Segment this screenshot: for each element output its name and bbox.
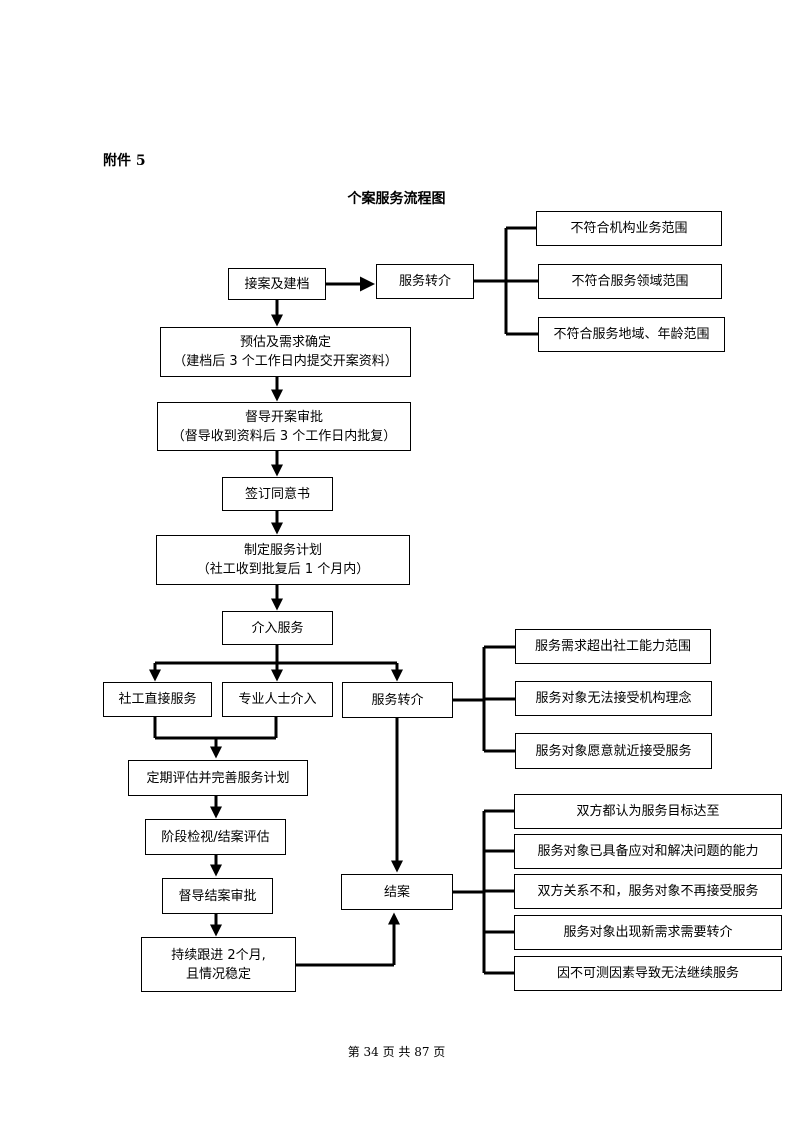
referral-reason-3: 不符合服务地域、年龄范围	[538, 317, 725, 352]
periodic-review-label: 定期评估并完善服务计划	[146, 770, 290, 786]
close-reason-3-label: 双方关系不和，服务对象不再接受服务	[537, 884, 759, 899]
referral-top-label: 服务转介	[398, 274, 451, 289]
referral-reason-2-label: 不符合服务领域范围	[571, 274, 689, 289]
close-reason-5: 因不可测因素导致无法继续服务	[514, 956, 782, 991]
plan-line1: 制定服务计划	[243, 543, 322, 558]
direct-service-box: 社工直接服务	[103, 682, 212, 717]
mid-reason-3: 服务对象愿意就近接受服务	[515, 733, 712, 769]
close-reason-2-label: 服务对象已具备应对和解决问题的能力	[537, 844, 759, 859]
periodic-review-box: 定期评估并完善服务计划	[128, 760, 308, 796]
referral-reason-3-label: 不符合服务地域、年龄范围	[553, 327, 710, 342]
intervention-label: 介入服务	[251, 620, 304, 636]
close-reason-1-label: 双方都认为服务目标达至	[576, 804, 720, 819]
intervention-box: 介入服务	[222, 611, 333, 645]
mid-reason-2: 服务对象无法接受机构理念	[515, 681, 712, 716]
professional-box: 专业人士介入	[222, 682, 333, 717]
professional-label: 专业人士介入	[238, 692, 317, 707]
intake-label: 接案及建档	[244, 276, 310, 292]
consent-label: 签订同意书	[244, 486, 310, 502]
plan-line2: （社工收到批复后 1 个月内）	[196, 562, 370, 577]
close-reason-4: 服务对象出现新需求需要转介	[514, 915, 782, 950]
supervisor-open-box: 督导开案审批 （督导收到资料后 3 个工作日内批复）	[157, 402, 411, 451]
consent-box: 签订同意书	[222, 477, 333, 511]
stage-review-box: 阶段检视/结案评估	[145, 819, 286, 855]
page-title: 个案服务流程图	[347, 191, 446, 207]
assessment-line2: （建档后 3 个工作日内提交开案资料）	[173, 354, 398, 369]
intake-box: 接案及建档	[228, 268, 326, 300]
referral-mid-label: 服务转介	[371, 692, 424, 708]
mid-reason-2-label: 服务对象无法接受机构理念	[535, 691, 692, 706]
close-box: 结案	[341, 874, 453, 910]
attachment-label: 附件 5	[103, 153, 146, 169]
mid-reason-3-label: 服务对象愿意就近接受服务	[535, 743, 692, 759]
close-label: 结案	[383, 884, 410, 900]
supervisor-open-line1: 督导开案审批	[244, 409, 323, 425]
referral-reason-1: 不符合机构业务范围	[536, 211, 722, 246]
mid-reason-1-label: 服务需求超出社工能力范围	[534, 639, 691, 654]
supervisor-close-label: 督导结案审批	[178, 888, 257, 904]
referral-top-box: 服务转介	[376, 264, 474, 299]
stage-review-label: 阶段检视/结案评估	[161, 829, 270, 845]
supervisor-open-line2: （督导收到资料后 3 个工作日内批复）	[171, 428, 397, 444]
close-reason-4-label: 服务对象出现新需求需要转介	[563, 925, 733, 940]
referral-mid-box: 服务转介	[342, 682, 453, 718]
assessment-line1: 预估及需求确定	[239, 335, 331, 350]
supervisor-close-box: 督导结案审批	[162, 878, 273, 914]
close-reason-1: 双方都认为服务目标达至	[514, 794, 782, 829]
followup-line2: 且情况稳定	[185, 966, 251, 982]
referral-reason-2: 不符合服务领域范围	[538, 264, 722, 299]
page-footer: 第 34 页 共 87 页	[347, 1045, 446, 1059]
direct-service-label: 社工直接服务	[118, 692, 197, 707]
mid-reason-1: 服务需求超出社工能力范围	[515, 629, 711, 664]
assessment-box: 预估及需求确定 （建档后 3 个工作日内提交开案资料）	[160, 327, 411, 377]
followup-line1: 持续跟进 2个月,	[171, 947, 266, 963]
plan-box: 制定服务计划 （社工收到批复后 1 个月内）	[156, 535, 410, 585]
close-reason-5-label: 因不可测因素导致无法继续服务	[556, 966, 739, 981]
close-reason-2: 服务对象已具备应对和解决问题的能力	[514, 834, 782, 869]
close-reason-3: 双方关系不和，服务对象不再接受服务	[514, 874, 782, 909]
followup-box: 持续跟进 2个月, 且情况稳定	[141, 937, 296, 992]
referral-reason-1-label: 不符合机构业务范围	[570, 221, 688, 236]
